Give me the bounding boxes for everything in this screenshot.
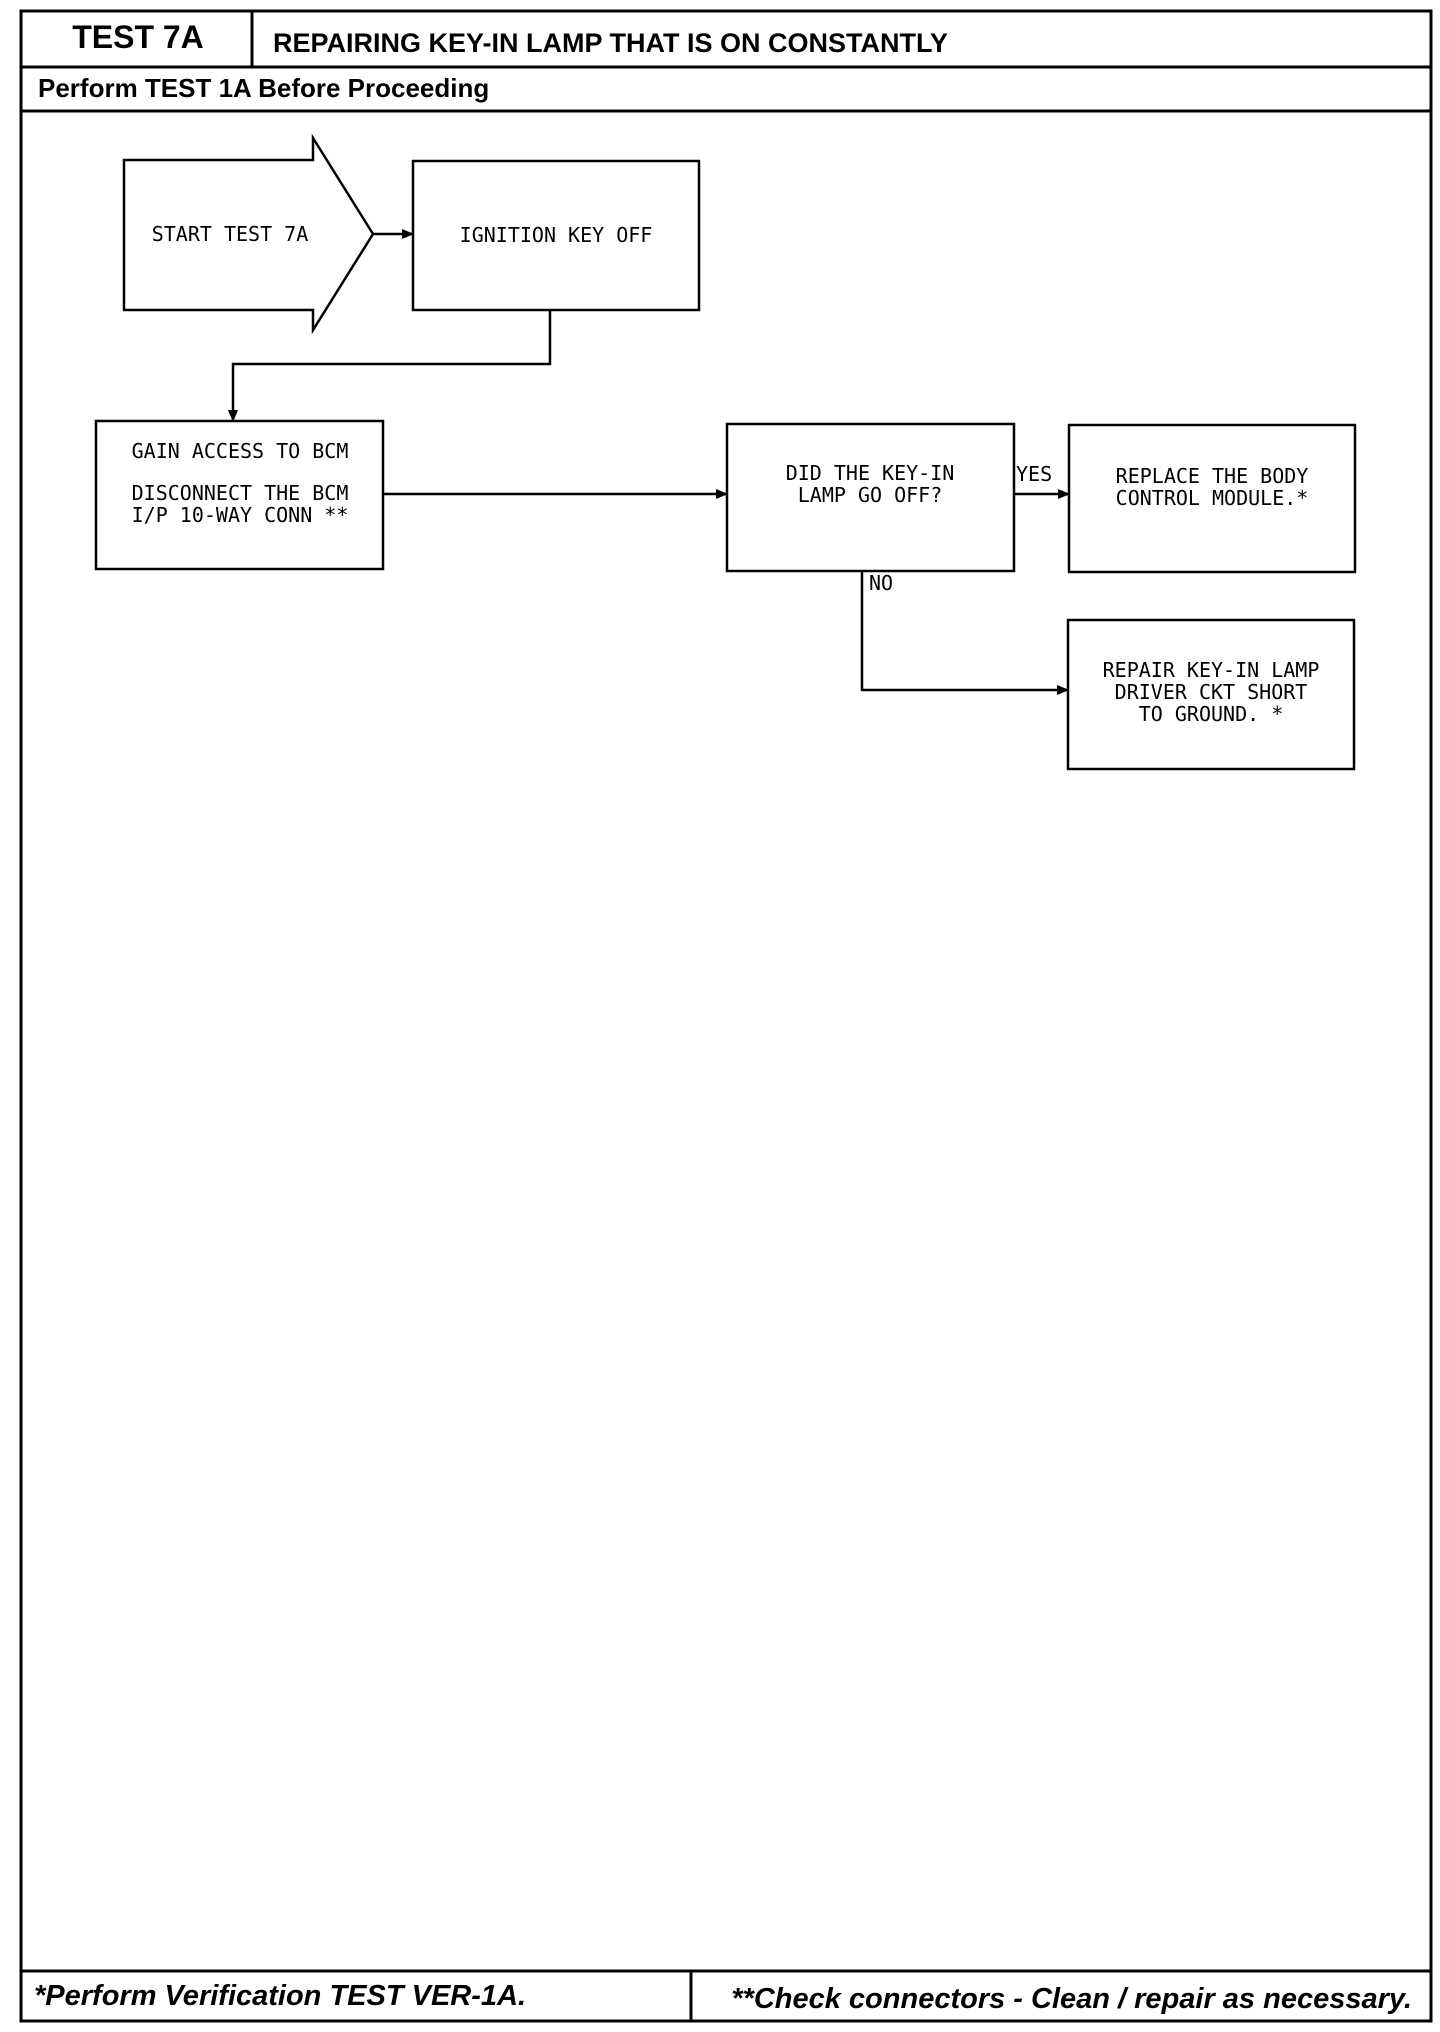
test-id: TEST 7A bbox=[72, 19, 204, 55]
start-node bbox=[122, 133, 375, 335]
start-label: START TEST 7A bbox=[152, 222, 309, 246]
connector-ignition-to-access bbox=[228, 310, 552, 422]
access-line-2: DISCONNECT THE BCM bbox=[132, 481, 349, 505]
access-line-1: GAIN ACCESS TO BCM bbox=[132, 439, 349, 463]
repair-line-2: DRIVER CKT SHORT bbox=[1115, 680, 1308, 704]
footer-left-note: *Perform Verification TEST VER-1A. bbox=[34, 1980, 526, 2012]
yes-label: YES bbox=[1016, 462, 1052, 486]
prerequisite-note: Perform TEST 1A Before Proceeding bbox=[38, 73, 489, 103]
decision-line-2: LAMP GO OFF? bbox=[798, 483, 943, 507]
repair-line-3: TO GROUND. * bbox=[1139, 702, 1284, 726]
repair-line-1: REPAIR KEY-IN LAMP bbox=[1103, 658, 1320, 682]
footer-right-note: **Check connectors - Clean / repair as n… bbox=[731, 1983, 1412, 2015]
access-line-3: I/P 10-WAY CONN ** bbox=[132, 503, 349, 527]
page-title: REPAIRING KEY-IN LAMP THAT IS ON CONSTAN… bbox=[273, 28, 948, 58]
ignition-label: IGNITION KEY OFF bbox=[460, 223, 653, 247]
connector-no-branch bbox=[860, 571, 1069, 695]
page-frame bbox=[19, 9, 1433, 2023]
decision-line-1: DID THE KEY-IN bbox=[786, 461, 955, 485]
replace-line-2: CONTROL MODULE.* bbox=[1116, 486, 1309, 510]
replace-line-1: REPLACE THE BODY bbox=[1116, 464, 1309, 488]
no-label: NO bbox=[869, 571, 893, 595]
